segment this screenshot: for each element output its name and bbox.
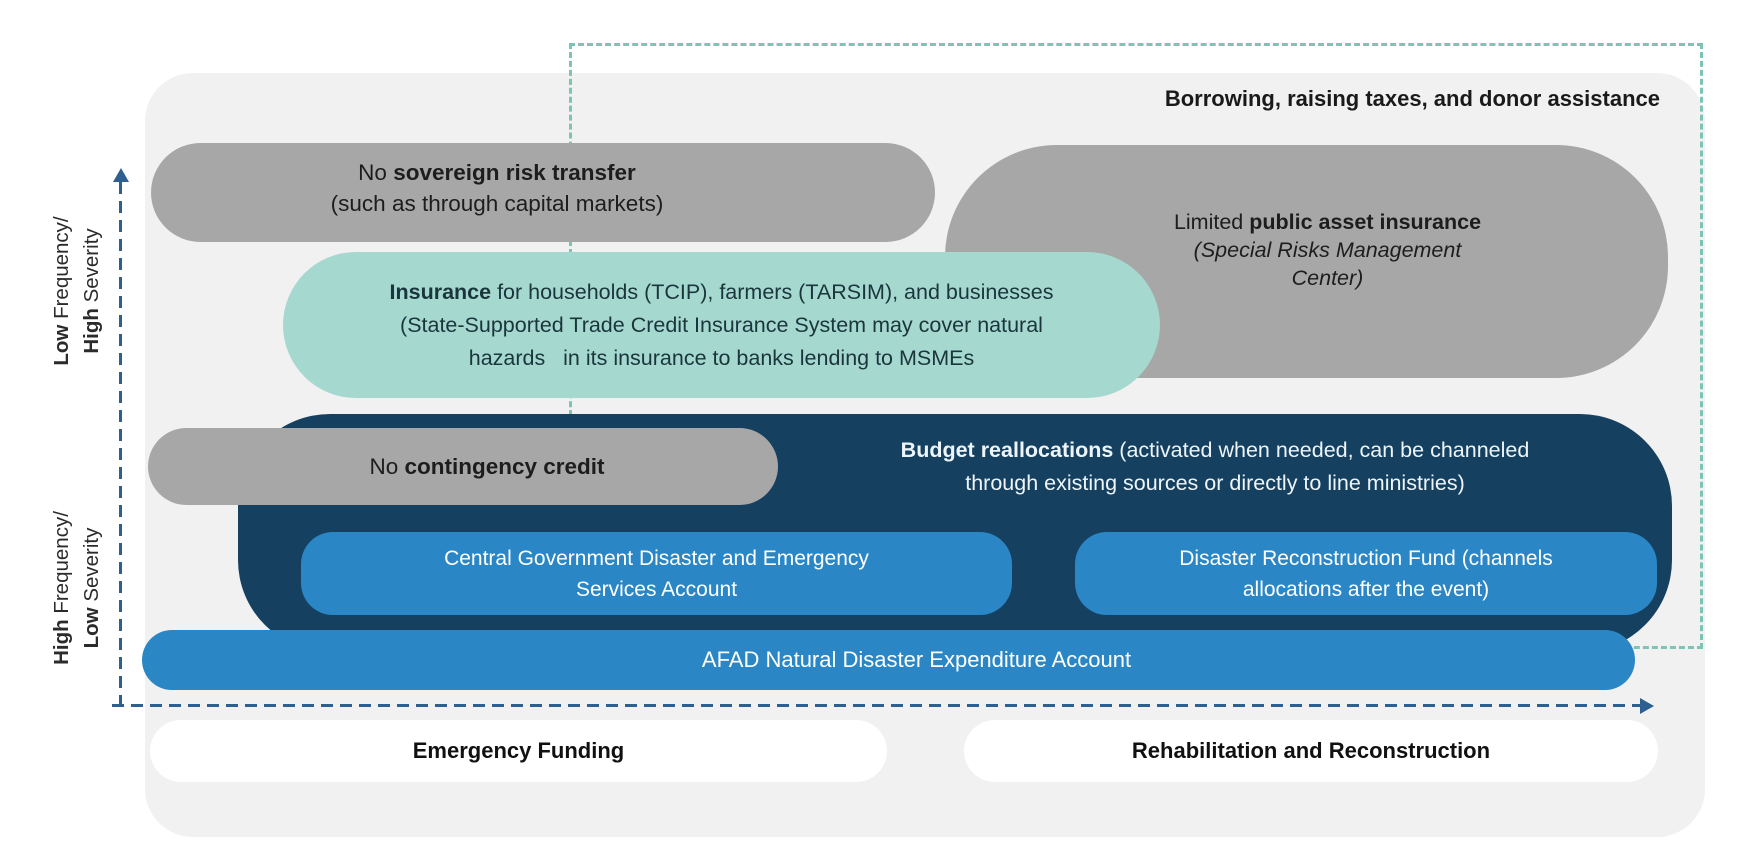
insurance-line2: (State-Supported Trade Credit Insurance … <box>400 312 1043 337</box>
frame-heading: Borrowing, raising taxes, and donor assi… <box>1164 86 1660 111</box>
axis-label-high-frequency-low-severity: High Frequency/ Low Severity <box>45 478 109 698</box>
y-axis-dashed-line <box>119 182 122 708</box>
category-emergency-funding: Emergency Funding <box>150 720 887 782</box>
public-asset-line1: Limited public asset insurance <box>1173 209 1482 234</box>
emergency-funding-label: Emergency Funding <box>412 738 625 763</box>
bubble-no-contingency-credit: No contingency credit <box>148 428 778 505</box>
fund-line2: allocations after the event) <box>1242 577 1490 601</box>
fund-line1: Disaster Reconstruction Fund (channels <box>1179 546 1553 570</box>
x-axis-arrowhead-icon <box>1640 698 1654 714</box>
central-line1: Central Government Disaster and Emergenc… <box>444 546 869 570</box>
axis-lower-line1: High Frequency/ <box>50 511 73 665</box>
contingency-line1: No contingency credit <box>369 453 605 479</box>
axis-lower-line2: Low Severity <box>80 527 103 649</box>
insurance-line1: Insurance for households (TCIP), farmers… <box>389 279 1054 304</box>
insurance-line3: hazards in its insurance to banks lendin… <box>468 345 975 370</box>
public-asset-line2: (Special Risks Management <box>1193 237 1462 262</box>
axis-upper-line1: Low Frequency/ <box>50 216 73 366</box>
bubble-central-government-disaster-account: Central Government Disaster and Emergenc… <box>301 532 1012 615</box>
bubble-afad-expenditure-account: AFAD Natural Disaster Expenditure Accoun… <box>142 630 1635 690</box>
category-rehabilitation-reconstruction: Rehabilitation and Reconstruction <box>964 720 1658 782</box>
rehabilitation-label: Rehabilitation and Reconstruction <box>1131 738 1491 763</box>
axis-upper-line2: High Severity <box>80 228 103 354</box>
sovereign-line2: (such as through capital markets) <box>330 190 664 216</box>
budget-reallocations-text: Budget reallocations (activated when nee… <box>775 434 1655 500</box>
bubble-insurance-households-farmers-businesses: Insurance for households (TCIP), farmers… <box>283 252 1160 398</box>
sovereign-line1: No sovereign risk transfer <box>358 159 636 185</box>
public-asset-line3: Center) <box>1291 265 1364 290</box>
budget-line1: Budget reallocations (activated when nee… <box>900 438 1530 462</box>
budget-line2: through existing sources or directly to … <box>965 471 1465 495</box>
afad-label: AFAD Natural Disaster Expenditure Accoun… <box>701 647 1132 672</box>
bubble-no-sovereign-risk-transfer: No sovereign risk transfer (such as thro… <box>151 143 935 242</box>
bubble-disaster-reconstruction-fund: Disaster Reconstruction Fund (channels a… <box>1075 532 1657 615</box>
x-axis-dashed-line <box>112 704 1642 707</box>
y-axis-arrowhead-icon <box>113 168 129 182</box>
central-line2: Services Account <box>575 577 738 601</box>
axis-label-low-frequency-high-severity: Low Frequency/ High Severity <box>45 181 109 401</box>
